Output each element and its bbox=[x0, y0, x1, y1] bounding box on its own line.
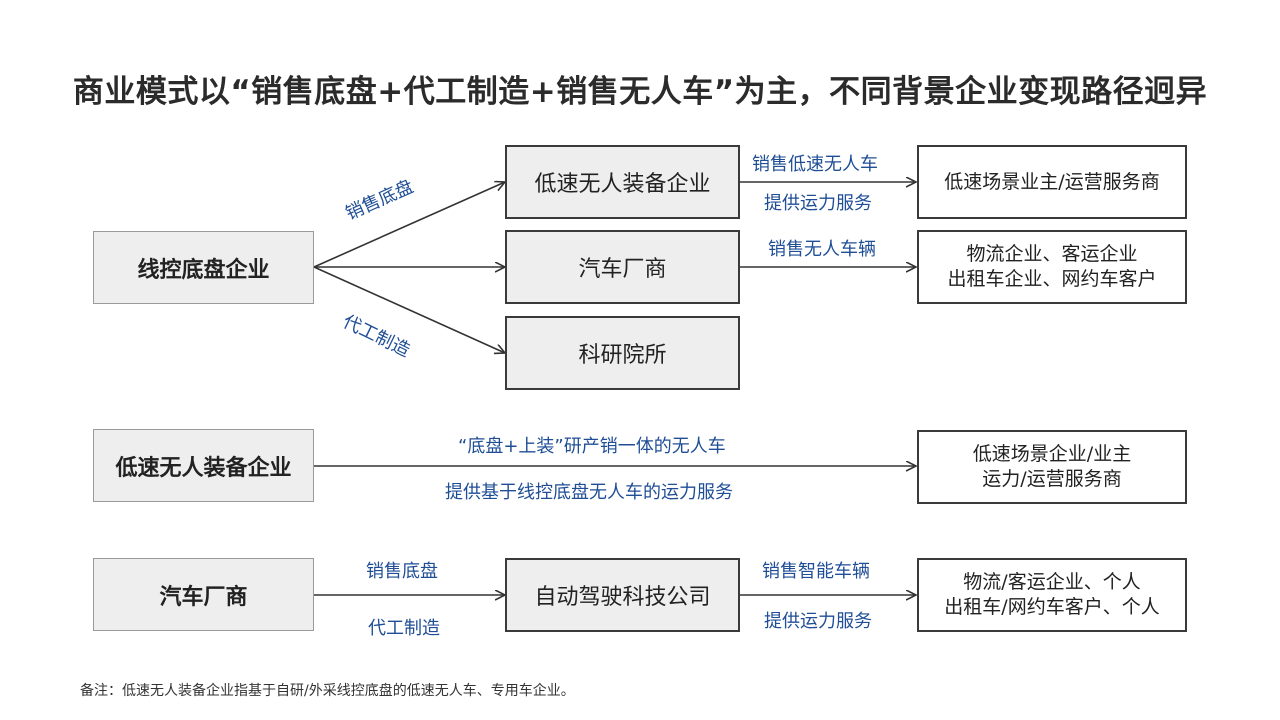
edge-label-capacity-service: 提供运力服务 bbox=[764, 193, 872, 214]
customer-line: 低速场景企业/业主 bbox=[972, 443, 1132, 465]
target-label: 科研院所 bbox=[578, 343, 667, 368]
customer-box-3: 低速场景企业/业主 运力/运营服务商 bbox=[917, 430, 1187, 504]
target-box-automaker: 汽车厂商 bbox=[505, 230, 740, 304]
customer-line: 运力/运营服务商 bbox=[982, 468, 1122, 490]
target-label: 低速无人装备企业 bbox=[534, 172, 711, 197]
customer-line: 出租车/网约车客户、个人 bbox=[944, 596, 1160, 618]
page-title: 商业模式以“销售底盘+代工制造+销售无人车”为主，不同背景企业变现路径迥异 bbox=[72, 74, 1208, 110]
arrow-to-low-speed bbox=[313, 182, 505, 268]
source-label: 低速无人装备企业 bbox=[115, 455, 292, 481]
arrow-to-research bbox=[313, 266, 505, 353]
customer-line: 出租车企业、网约车客户 bbox=[947, 268, 1157, 290]
customer-box-4: 物流/客运企业、个人 出租车/网约车客户、个人 bbox=[917, 558, 1187, 632]
mid-box-autonomous-tech: 自动驾驶科技公司 bbox=[505, 558, 740, 632]
edge-label-sell-vehicles: 销售无人车辆 bbox=[768, 239, 876, 260]
edge-label-sell-low-speed: 销售低速无人车 bbox=[752, 154, 878, 175]
customer-line: 物流/客运企业、个人 bbox=[963, 571, 1141, 593]
source-label: 汽车厂商 bbox=[159, 584, 248, 610]
customer-box-2: 物流企业、客运企业 出租车企业、网约车客户 bbox=[917, 230, 1187, 304]
source-box-chassis: 线控底盘企业 bbox=[93, 231, 314, 304]
edge-label-sell-chassis-2: 销售底盘 bbox=[366, 561, 438, 582]
edge-label-sell-smart-vehicles: 销售智能车辆 bbox=[762, 561, 870, 582]
source-box-automaker: 汽车厂商 bbox=[93, 558, 314, 631]
footnote: 备注：低速无人装备企业指基于自研/外采线控底盘的低速无人车、专用车企业。 bbox=[80, 683, 575, 699]
edge-label-wire-chassis-service: 提供基于线控底盘无人车的运力服务 bbox=[445, 482, 733, 503]
customer-label: 低速场景业主/运营服务商 bbox=[944, 170, 1160, 193]
mid-label: 自动驾驶科技公司 bbox=[534, 585, 711, 610]
edge-label-integrated: “底盘+上装”研产销一体的无人车 bbox=[458, 436, 726, 457]
edge-label-oem-2: 代工制造 bbox=[368, 618, 440, 639]
target-label: 汽车厂商 bbox=[578, 257, 667, 282]
source-box-low-speed: 低速无人装备企业 bbox=[93, 429, 314, 502]
source-label: 线控底盘企业 bbox=[137, 257, 270, 283]
target-box-low-speed: 低速无人装备企业 bbox=[505, 145, 740, 219]
customer-box-1: 低速场景业主/运营服务商 bbox=[917, 145, 1187, 219]
edge-label-capacity-service-2: 提供运力服务 bbox=[764, 611, 872, 632]
target-box-research: 科研院所 bbox=[505, 316, 740, 390]
customer-line: 物流企业、客运企业 bbox=[966, 243, 1138, 265]
